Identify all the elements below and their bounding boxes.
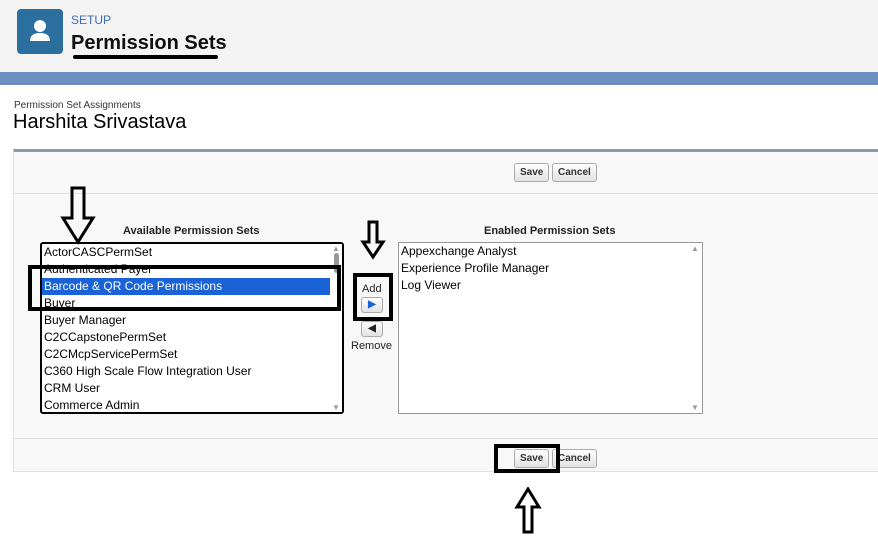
annotation-box-selection: [28, 265, 341, 311]
save-button-bottom[interactable]: Save: [514, 449, 550, 468]
arrow-up-icon: [514, 487, 542, 534]
enabled-label: Enabled Permission Sets: [484, 225, 616, 237]
cancel-button-bottom[interactable]: Cancel: [552, 449, 597, 468]
list-option[interactable]: C360 High Scale Flow Integration User: [44, 364, 252, 378]
list-option[interactable]: Buyer: [44, 296, 76, 310]
add-label: Add: [362, 283, 382, 295]
arrow-down-icon: [60, 186, 96, 245]
list-option[interactable]: C2CMcpServicePermSet: [44, 347, 178, 361]
decorative-band: [0, 72, 878, 85]
list-option[interactable]: ActorCASCPermSet: [44, 245, 153, 259]
save-button-top[interactable]: Save: [514, 163, 550, 182]
list-option[interactable]: CRM User: [44, 381, 100, 395]
annotation-box-save: [494, 444, 560, 473]
enabled-scrollbar[interactable]: ▲ ▼: [691, 244, 699, 412]
list-option[interactable]: C2CCapstonePermSet: [44, 330, 167, 344]
remove-label: Remove: [351, 340, 392, 352]
available-label: Available Permission Sets: [123, 225, 260, 237]
list-option[interactable]: Appexchange Analyst: [401, 244, 517, 258]
list-option[interactable]: Experience Profile Manager: [401, 261, 550, 275]
annotation-box-add: [353, 273, 393, 321]
divider: [13, 193, 878, 194]
list-option[interactable]: Commerce Admin: [44, 398, 140, 412]
setup-label: SETUP: [71, 13, 112, 27]
arrow-down-icon: [360, 220, 386, 260]
annotation-underline: [73, 55, 218, 59]
list-option[interactable]: Barcode & QR Code Permissions: [42, 278, 342, 295]
divider: [13, 438, 878, 439]
user-icon: [17, 9, 63, 54]
user-name: Harshita Srivastava: [13, 111, 187, 133]
setup-header: [0, 0, 878, 72]
add-arrow-button[interactable]: ▶: [361, 297, 383, 313]
list-option[interactable]: Log Viewer: [401, 278, 461, 292]
cancel-button-top[interactable]: Cancel: [552, 163, 597, 182]
page-title: Permission Sets: [71, 32, 227, 54]
list-option[interactable]: Buyer Manager: [44, 313, 127, 327]
page-subtitle: Permission Set Assignments: [14, 100, 141, 111]
remove-arrow-button[interactable]: ◀: [361, 321, 383, 337]
